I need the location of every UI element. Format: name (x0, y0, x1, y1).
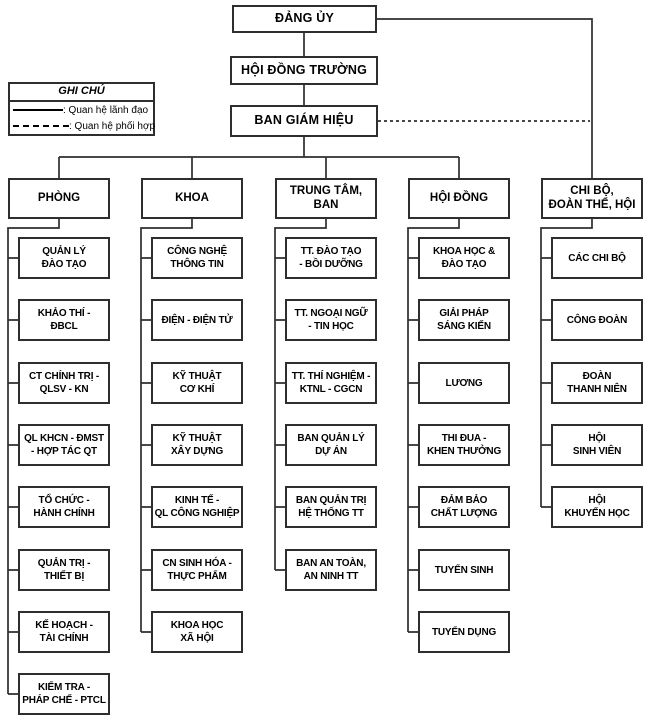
column-header: CHI BỘ, ĐOÀN THỂ, HỘI (541, 178, 643, 219)
org-node: TỔ CHỨC - HÀNH CHÍNH (18, 486, 110, 528)
org-node: KHOA HỌC & ĐÀO TẠO (418, 237, 510, 279)
org-node: KHẢO THÍ - ĐBCL (18, 299, 110, 341)
column-header: PHÒNG (8, 178, 110, 219)
legend-item-label: : Quan hệ phối hợp (69, 120, 156, 132)
org-node: QUẢN TRỊ - THIẾT BỊ (18, 549, 110, 591)
org-node: LƯƠNG (418, 362, 510, 404)
org-node: CT CHÍNH TRỊ - QLSV - KN (18, 362, 110, 404)
org-node: HỘI KHUYẾN HỌC (551, 486, 643, 528)
org-node: KIỂM TRA - PHÁP CHẾ - PTCL (18, 673, 110, 715)
org-node: ĐẢM BẢO CHẤT LƯỢNG (418, 486, 510, 528)
org-node: KẾ HOẠCH - TÀI CHÍNH (18, 611, 110, 653)
org-node: CN SINH HÓA - THỰC PHẨM (151, 549, 243, 591)
node-hoi-dong-truong: HỘI ĐỒNG TRƯỜNG (230, 56, 378, 85)
node-dang-uy: ĐẢNG ỦY (232, 5, 377, 33)
org-node: CÁC CHI BỘ (551, 237, 643, 279)
org-node: TUYỂN DỤNG (418, 611, 510, 653)
org-node: KỸ THUẬT CƠ KHÍ (151, 362, 243, 404)
column-header: HỘI ĐỒNG (408, 178, 510, 219)
org-node: ĐOÀN THANH NIÊN (551, 362, 643, 404)
column-header: KHOA (141, 178, 243, 219)
org-node: TT. ĐÀO TẠO - BỒI DƯỠNG (285, 237, 377, 279)
org-node: BAN QUẢN TRỊ HỆ THỐNG TT (285, 486, 377, 528)
org-node: CÔNG NGHỆ THÔNG TIN (151, 237, 243, 279)
org-node: KINH TẾ - QL CÔNG NGHIỆP (151, 486, 243, 528)
dashed-line-sample (13, 125, 69, 127)
org-node: TT. NGOẠI NGỮ - TIN HỌC (285, 299, 377, 341)
org-node: BAN AN TOÀN, AN NINH TT (285, 549, 377, 591)
org-node: CÔNG ĐOÀN (551, 299, 643, 341)
legend: GHI CHÚ : Quan hệ lãnh đạo : Quan hệ phố… (8, 82, 155, 136)
org-node: QUẢN LÝ ĐÀO TẠO (18, 237, 110, 279)
org-node: ĐIỆN - ĐIỆN TỬ (151, 299, 243, 341)
org-node: HỘI SINH VIÊN (551, 424, 643, 466)
node-ban-giam-hieu: BAN GIÁM HIỆU (230, 105, 378, 137)
legend-item-label: : Quan hệ lãnh đạo (63, 104, 149, 116)
org-node: TT. THÍ NGHIỆM - KTNL - CGCN (285, 362, 377, 404)
legend-title: GHI CHÚ (10, 84, 153, 102)
solid-line-sample (13, 109, 63, 111)
org-node: BAN QUẢN LÝ DỰ ÁN (285, 424, 377, 466)
org-node: TUYỂN SINH (418, 549, 510, 591)
column-header: TRUNG TÂM, BAN (275, 178, 377, 219)
legend-item-leadership: : Quan hệ lãnh đạo (10, 102, 153, 118)
legend-item-coordination: : Quan hệ phối hợp (10, 118, 156, 134)
org-node: GIẢI PHÁP SÁNG KIẾN (418, 299, 510, 341)
org-node: KỸ THUẬT XÂY DỰNG (151, 424, 243, 466)
org-node: THI ĐUA - KHEN THƯỞNG (418, 424, 510, 466)
org-node: QL KHCN - ĐMST - HỢP TÁC QT (18, 424, 110, 466)
org-node: KHOA HỌC XÃ HỘI (151, 611, 243, 653)
